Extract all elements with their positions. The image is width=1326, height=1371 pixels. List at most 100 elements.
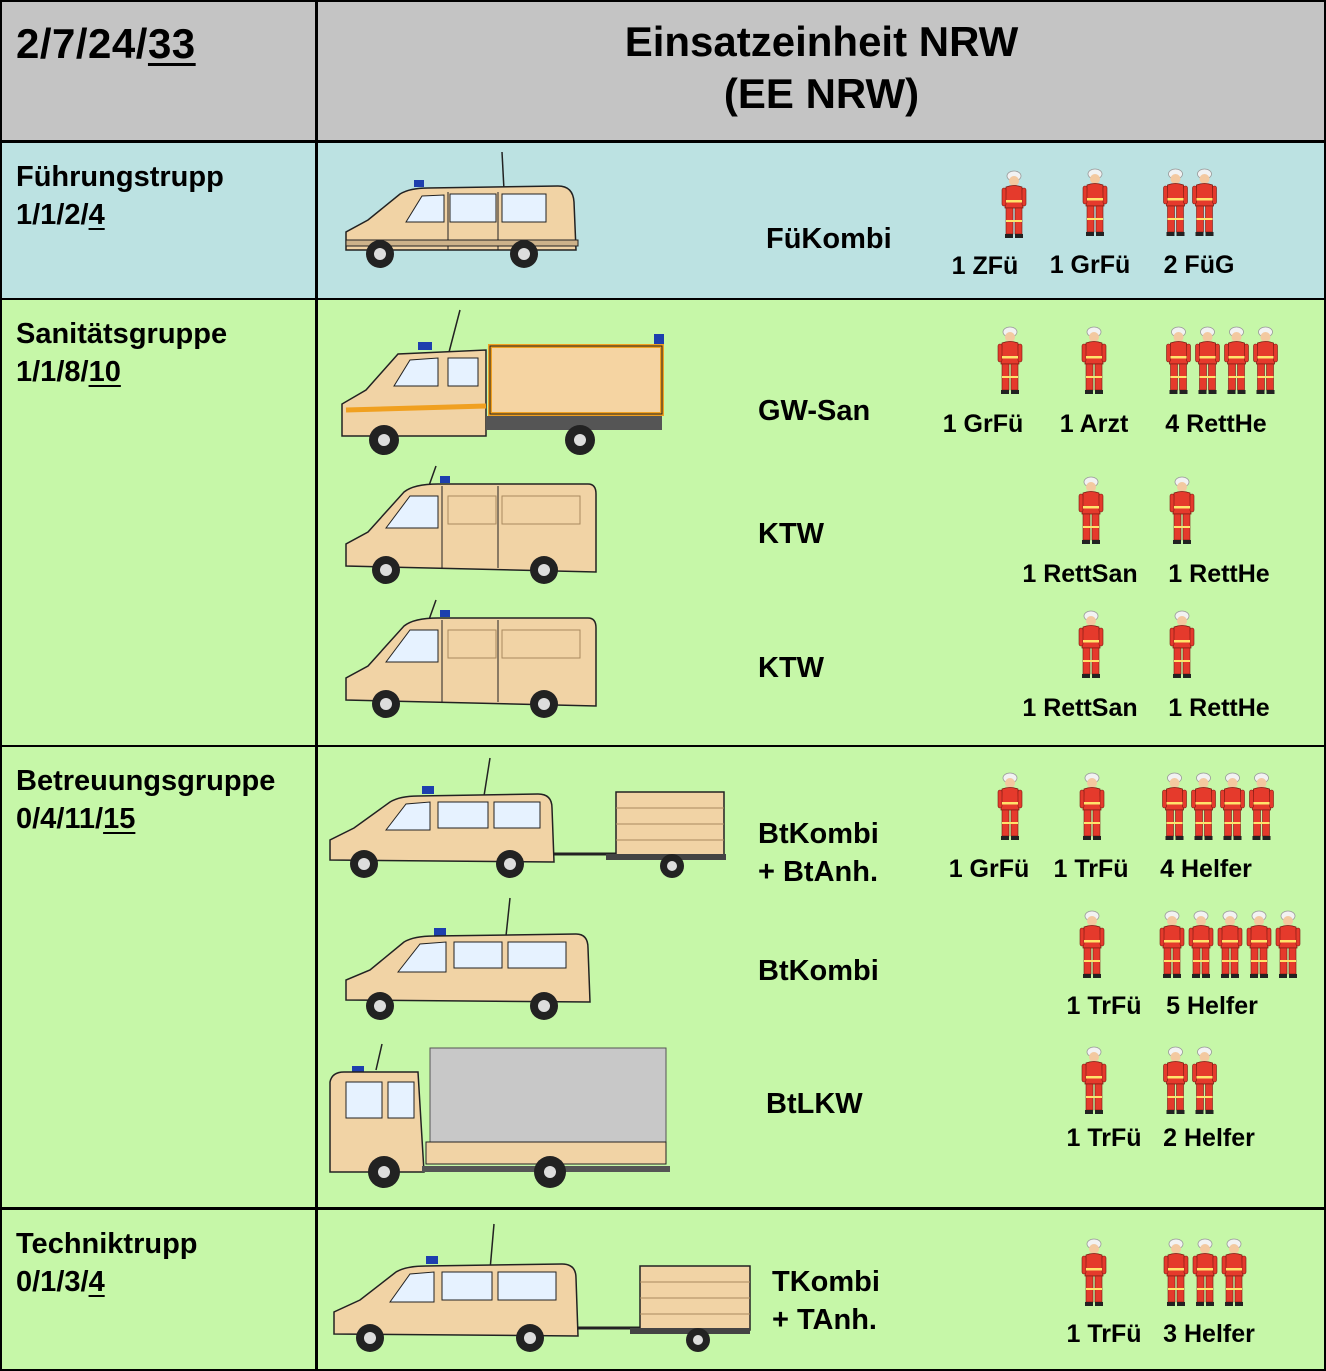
person-icon: [1169, 476, 1195, 544]
personnel-figures: [1159, 910, 1301, 978]
person-icon: [1081, 1046, 1107, 1114]
personnel-figures: [997, 772, 1023, 840]
vehicle-label-btkombi-btanh: BtKombi + BtAnh.: [758, 818, 879, 888]
person-icon: [1079, 772, 1105, 840]
person-icon: [1275, 910, 1301, 978]
personnel-figures: [1162, 772, 1275, 840]
person-icon: [1163, 1046, 1188, 1114]
personnel-figures: [1169, 610, 1195, 678]
personnel-figures: [1166, 326, 1279, 394]
vehicle-label-fuekombi: FüKombi: [766, 223, 892, 255]
personnel-label: 4 RettHe: [1165, 410, 1267, 438]
personnel-figures: [1079, 910, 1105, 978]
group-name-fuehrungstrupp: Führungstrupp 1/1/2/4: [16, 161, 224, 231]
person-icon: [1191, 772, 1216, 840]
person-icon: [1166, 326, 1191, 394]
vehicle-label-tkombi-tanh: TKombi + TAnh.: [772, 1266, 880, 1336]
personnel-figures: [1163, 1046, 1218, 1114]
group-cell-betreuungsgruppe: [2, 747, 315, 1207]
personnel-figures: [1081, 1046, 1107, 1114]
personnel-label: 3 Helfer: [1163, 1320, 1255, 1348]
person-icon: [1192, 1238, 1218, 1306]
box-truck-icon: [341, 309, 664, 455]
personnel-figures: [1078, 610, 1104, 678]
personnel-label: 1 TrFü: [1066, 992, 1142, 1020]
person-icon: [1081, 1238, 1107, 1306]
personnel-label: 1 RettHe: [1168, 560, 1270, 588]
person-icon: [1001, 170, 1027, 238]
person-icon: [1217, 910, 1243, 978]
person-icon: [997, 772, 1023, 840]
person-icon: [1224, 326, 1249, 394]
vehicle-label-ktw-2: KTW: [758, 652, 825, 684]
personnel-figures: [1078, 476, 1104, 544]
page-title: Einsatzeinheit NRW (EE NRW): [624, 18, 1019, 117]
person-icon: [1195, 326, 1220, 394]
group-name-sanitaetsgruppe: Sanitätsgruppe 1/1/8/10: [16, 318, 228, 388]
group-cell-fuehrungstrupp: [2, 143, 315, 298]
personnel-label: 5 Helfer: [1166, 992, 1258, 1020]
personnel-label: 1 GrFü: [942, 410, 1024, 438]
group-cell-techniktrupp: [2, 1210, 315, 1369]
ambulance-van-icon: [345, 599, 597, 718]
van-icon: [345, 151, 579, 268]
personnel-label: 1 TrFü: [1066, 1320, 1142, 1348]
truck-icon: [329, 1043, 670, 1188]
personnel-figures: [1169, 476, 1195, 544]
vehicle-label-btlkw: BtLKW: [766, 1088, 863, 1120]
van-with-trailer-icon: [329, 757, 726, 878]
personnel-label: 2 FüG: [1163, 251, 1235, 279]
personnel-figures: [1081, 326, 1107, 394]
van-icon: [345, 897, 591, 1020]
personnel-label: 2 Helfer: [1163, 1124, 1255, 1152]
person-icon: [1249, 772, 1274, 840]
vehicle-label-btkombi: BtKombi: [758, 955, 879, 987]
person-icon: [1169, 610, 1195, 678]
personnel-label: 1 GrFü: [948, 855, 1030, 883]
van-with-trailer-icon: [333, 1223, 751, 1352]
personnel-figures: [1163, 1238, 1247, 1306]
vehicle-label-ktw-1: KTW: [758, 518, 825, 550]
person-icon: [1078, 610, 1104, 678]
person-icon: [1159, 910, 1185, 978]
header-title-cell: [318, 2, 1324, 140]
personnel-figures: [1082, 168, 1108, 236]
personnel-label: 1 RettHe: [1168, 694, 1270, 722]
personnel-figures: [1163, 168, 1218, 236]
personnel-label: 1 TrFü: [1066, 1124, 1142, 1152]
group-name-betreuungsgruppe: Betreuungsgruppe 0/4/11/15: [16, 765, 276, 835]
personnel-label: 4 Helfer: [1160, 855, 1252, 883]
person-icon: [1253, 326, 1278, 394]
person-icon: [1192, 1046, 1217, 1114]
personnel-label: 1 RettSan: [1022, 694, 1138, 722]
personnel-label: 1 TrFü: [1053, 855, 1129, 883]
personnel-label: 1 Arzt: [1059, 410, 1129, 438]
total-strength: 2/7/24/33: [16, 20, 196, 67]
personnel-figures: [1081, 1238, 1107, 1306]
person-icon: [1192, 168, 1217, 236]
person-icon: [1082, 168, 1108, 236]
person-icon: [1163, 168, 1188, 236]
personnel-label: 1 GrFü: [1049, 251, 1131, 279]
group-cell-sanitaetsgruppe: [2, 300, 315, 745]
person-icon: [1163, 1238, 1189, 1306]
person-icon: [1246, 910, 1272, 978]
person-icon: [1220, 772, 1245, 840]
person-icon: [997, 326, 1023, 394]
vehicle-label-gw-san: GW-San: [758, 395, 871, 427]
personnel-figures: [997, 326, 1023, 394]
person-icon: [1078, 476, 1104, 544]
person-icon: [1188, 910, 1214, 978]
person-icon: [1079, 910, 1105, 978]
personnel-label: 1 RettSan: [1022, 560, 1138, 588]
ambulance-van-icon: [345, 465, 597, 584]
person-icon: [1162, 772, 1187, 840]
person-icon: [1081, 326, 1107, 394]
personnel-label: 1 ZFü: [951, 252, 1019, 280]
group-name-techniktrupp: Techniktrupp 0/1/3/4: [16, 1228, 198, 1298]
header-strength-cell: 2/7/24/33: [2, 2, 315, 140]
person-icon: [1221, 1238, 1247, 1306]
personnel-figures: [1079, 772, 1105, 840]
personnel-figures: [1001, 170, 1027, 238]
